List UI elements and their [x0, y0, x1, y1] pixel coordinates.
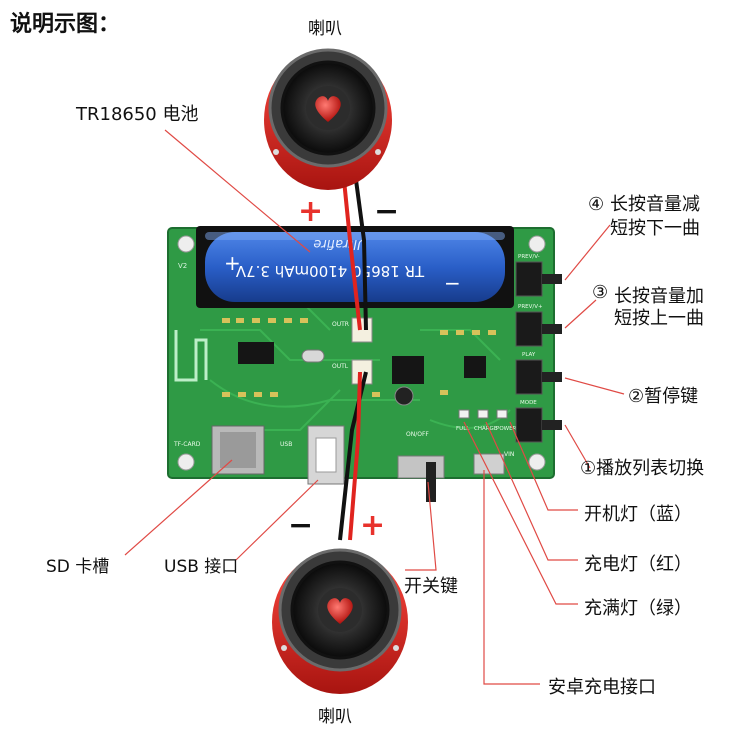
bottom-minus-polarity: − [288, 508, 314, 543]
top-plus-polarity: + [298, 194, 324, 229]
leader-switch [405, 481, 437, 571]
silk-v2: V2 [178, 262, 187, 270]
silk-mode: MODE [520, 400, 537, 406]
button-4[interactable] [515, 261, 543, 297]
bottom-speaker [272, 548, 408, 694]
leader-charge-led [485, 421, 578, 561]
button-2[interactable] [515, 359, 543, 395]
leader-sd-slot [124, 459, 233, 556]
battery-plus-mark: + [224, 251, 241, 275]
label-power-led: 开机灯（蓝） [584, 504, 692, 525]
button-3[interactable] [515, 311, 543, 347]
silk-outr: OUTR [332, 321, 349, 328]
leader-button-2 [564, 377, 625, 395]
leader-usb-port [235, 479, 319, 561]
bottom-ports: TF-CARD USB ON/OFF VIN [173, 425, 514, 502]
silk-outl: OUTL [332, 363, 349, 370]
label-usb-port: USB 接口 [164, 557, 239, 577]
battery-print: TR 18650 4100mAh 3.7V [235, 262, 425, 280]
leader-lines [124, 129, 625, 685]
silk-prev-mid: PREV/V+ [518, 304, 543, 310]
label-charge-led: 充电灯（红） [584, 554, 692, 575]
label-btn3-line1: 长按音量加 [614, 286, 704, 307]
leader-button-1 [564, 424, 591, 469]
silk-vin: VIN [504, 451, 514, 458]
label-speaker-bottom: 喇叭 [318, 707, 352, 727]
silk-on-off: ON/OFF [406, 431, 429, 438]
charge-led [477, 409, 489, 419]
silk-play: PLAY [522, 352, 536, 358]
label-switch: 开关键 [404, 576, 458, 597]
leader-android-port [483, 470, 540, 685]
label-btn4-num: ④ [588, 194, 605, 215]
battery-brand: Ultrafire [313, 236, 366, 251]
side-buttons: PREV/V- PREV/V+ PLAY MODE [515, 254, 562, 443]
page-title: 说明示图： [10, 12, 121, 37]
top-minus-polarity: − [374, 194, 400, 229]
bottom-plus-polarity: + [360, 508, 386, 543]
button-1[interactable] [515, 407, 543, 443]
leader-power-led [509, 421, 578, 511]
heart-icon [315, 96, 341, 122]
label-btn4-line1: 长按音量减 [610, 194, 700, 215]
power-led [496, 409, 508, 419]
leader-full-led [463, 421, 578, 605]
wires [338, 179, 368, 541]
label-battery: TR18650 电池 [76, 104, 199, 125]
silk-charge: CHARGE [474, 426, 498, 432]
label-android-port: 安卓充电接口 [548, 677, 656, 698]
silk-usb: USB [280, 441, 292, 448]
silk-prev-top: PREV/V- [518, 254, 540, 260]
label-btn2: ②暂停键 [628, 386, 699, 407]
label-sd-slot: SD 卡槽 [46, 557, 110, 577]
label-btn4-line2: 短按下一曲 [610, 218, 700, 239]
silk-tf-card: TF-CARD [173, 441, 201, 448]
battery-minus-mark: − [444, 271, 461, 295]
label-speaker-top: 喇叭 [308, 19, 342, 39]
silk-full: FULL [456, 426, 470, 432]
label-btn3-num: ③ [592, 282, 609, 303]
silk-power: POWER [496, 426, 517, 432]
full-led [458, 409, 470, 419]
components: FULL CHARGE POWER [222, 318, 517, 432]
leader-button-3 [564, 299, 597, 329]
leader-button-4 [564, 224, 611, 281]
label-btn3-line2: 短按上一曲 [614, 308, 704, 329]
label-btn1: ①播放列表切换 [580, 458, 705, 479]
top-speaker [264, 48, 392, 190]
label-full-led: 充满灯（绿） [584, 598, 692, 619]
micro-usb-port[interactable] [473, 453, 505, 475]
right-speaker-connector [351, 317, 373, 343]
leader-battery [164, 129, 311, 253]
on-off-switch[interactable] [397, 455, 445, 479]
heart-icon [327, 598, 353, 624]
